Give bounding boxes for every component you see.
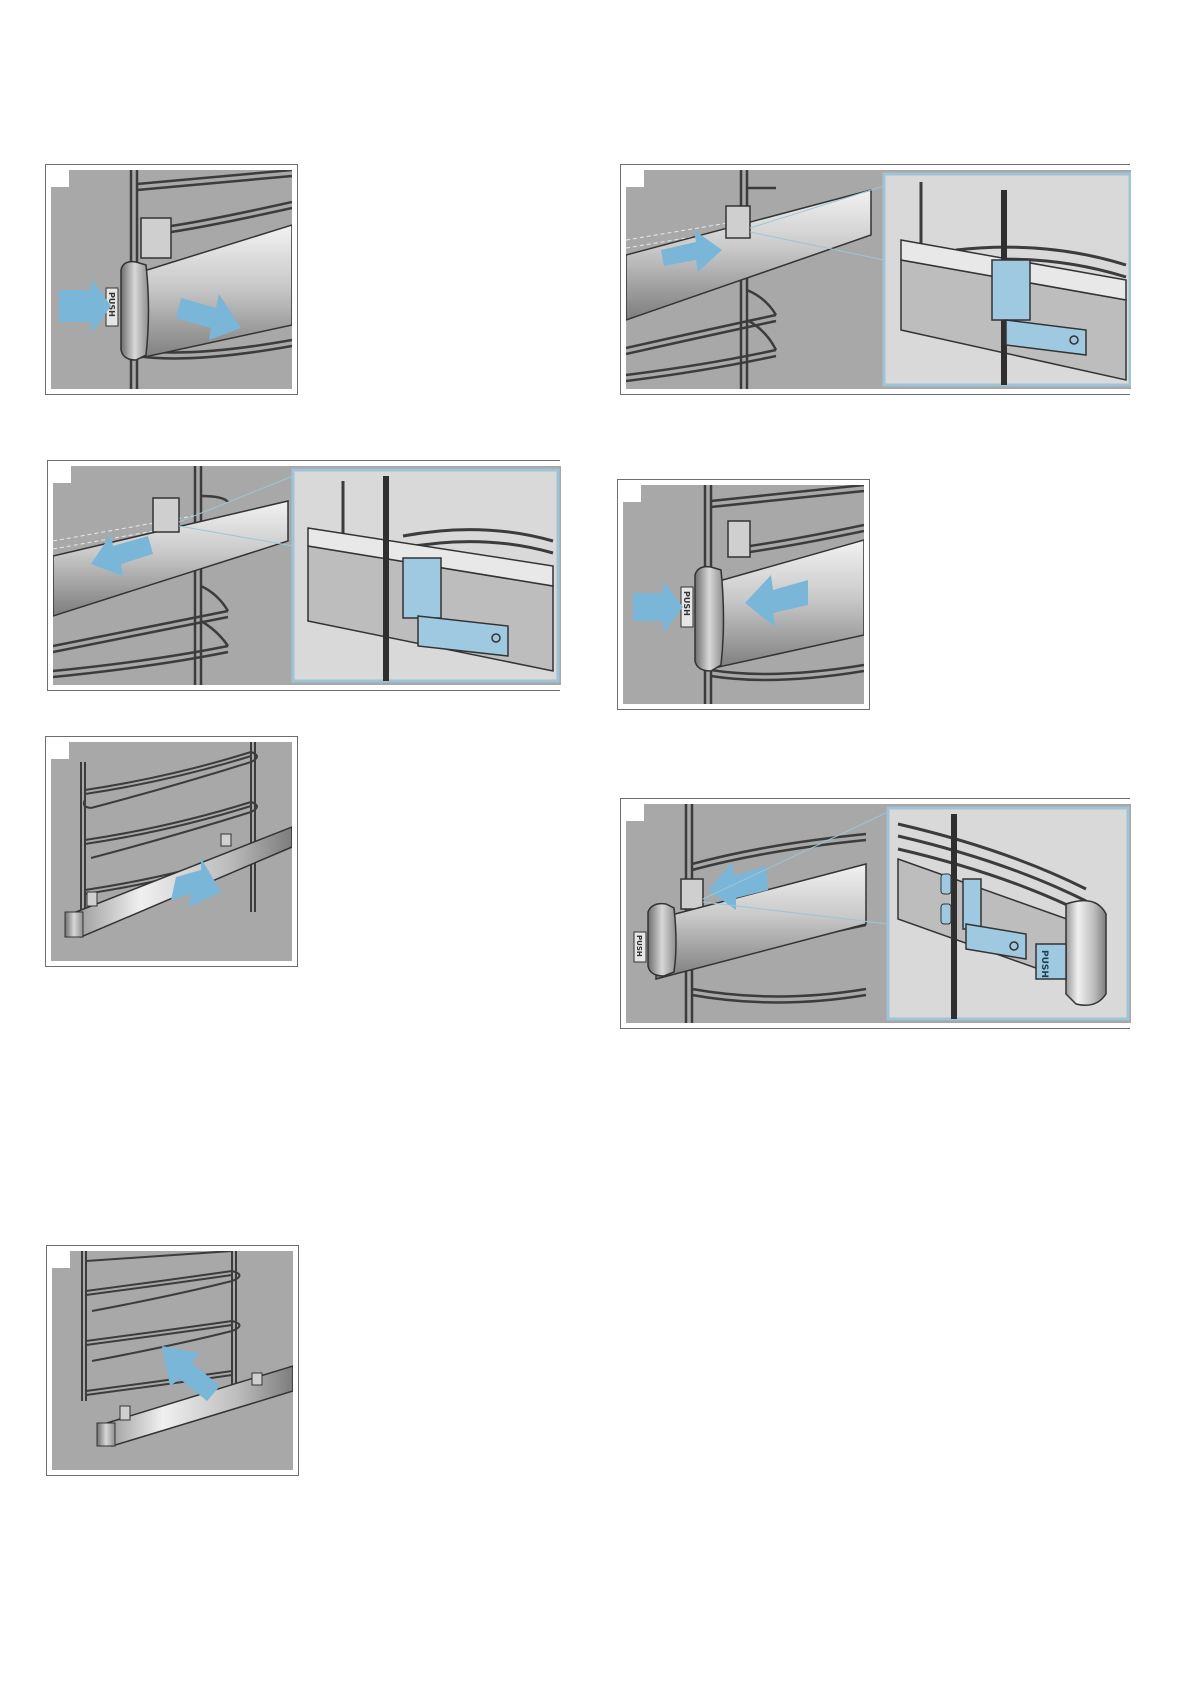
step-number-box	[623, 485, 641, 502]
step-number-box	[626, 170, 644, 187]
step-5-illustration	[45, 736, 298, 967]
step-3-illustration	[47, 460, 560, 691]
push-label: PUSH	[635, 935, 643, 957]
step-number-box	[51, 742, 69, 759]
step-number-box	[53, 466, 71, 483]
step-7-illustration	[46, 1245, 299, 1476]
step-6-illustration: PUSH PUSH	[620, 798, 1130, 1029]
push-label: PUSH	[682, 591, 691, 616]
step-1-illustration: PUSH	[45, 164, 298, 395]
step-number-box	[52, 1251, 70, 1268]
push-label-inset: PUSH	[1039, 950, 1049, 978]
step-number-box	[51, 170, 69, 187]
step-2-illustration	[620, 164, 1130, 395]
step-number-box	[626, 804, 644, 821]
step-4-illustration: PUSH	[617, 479, 870, 710]
